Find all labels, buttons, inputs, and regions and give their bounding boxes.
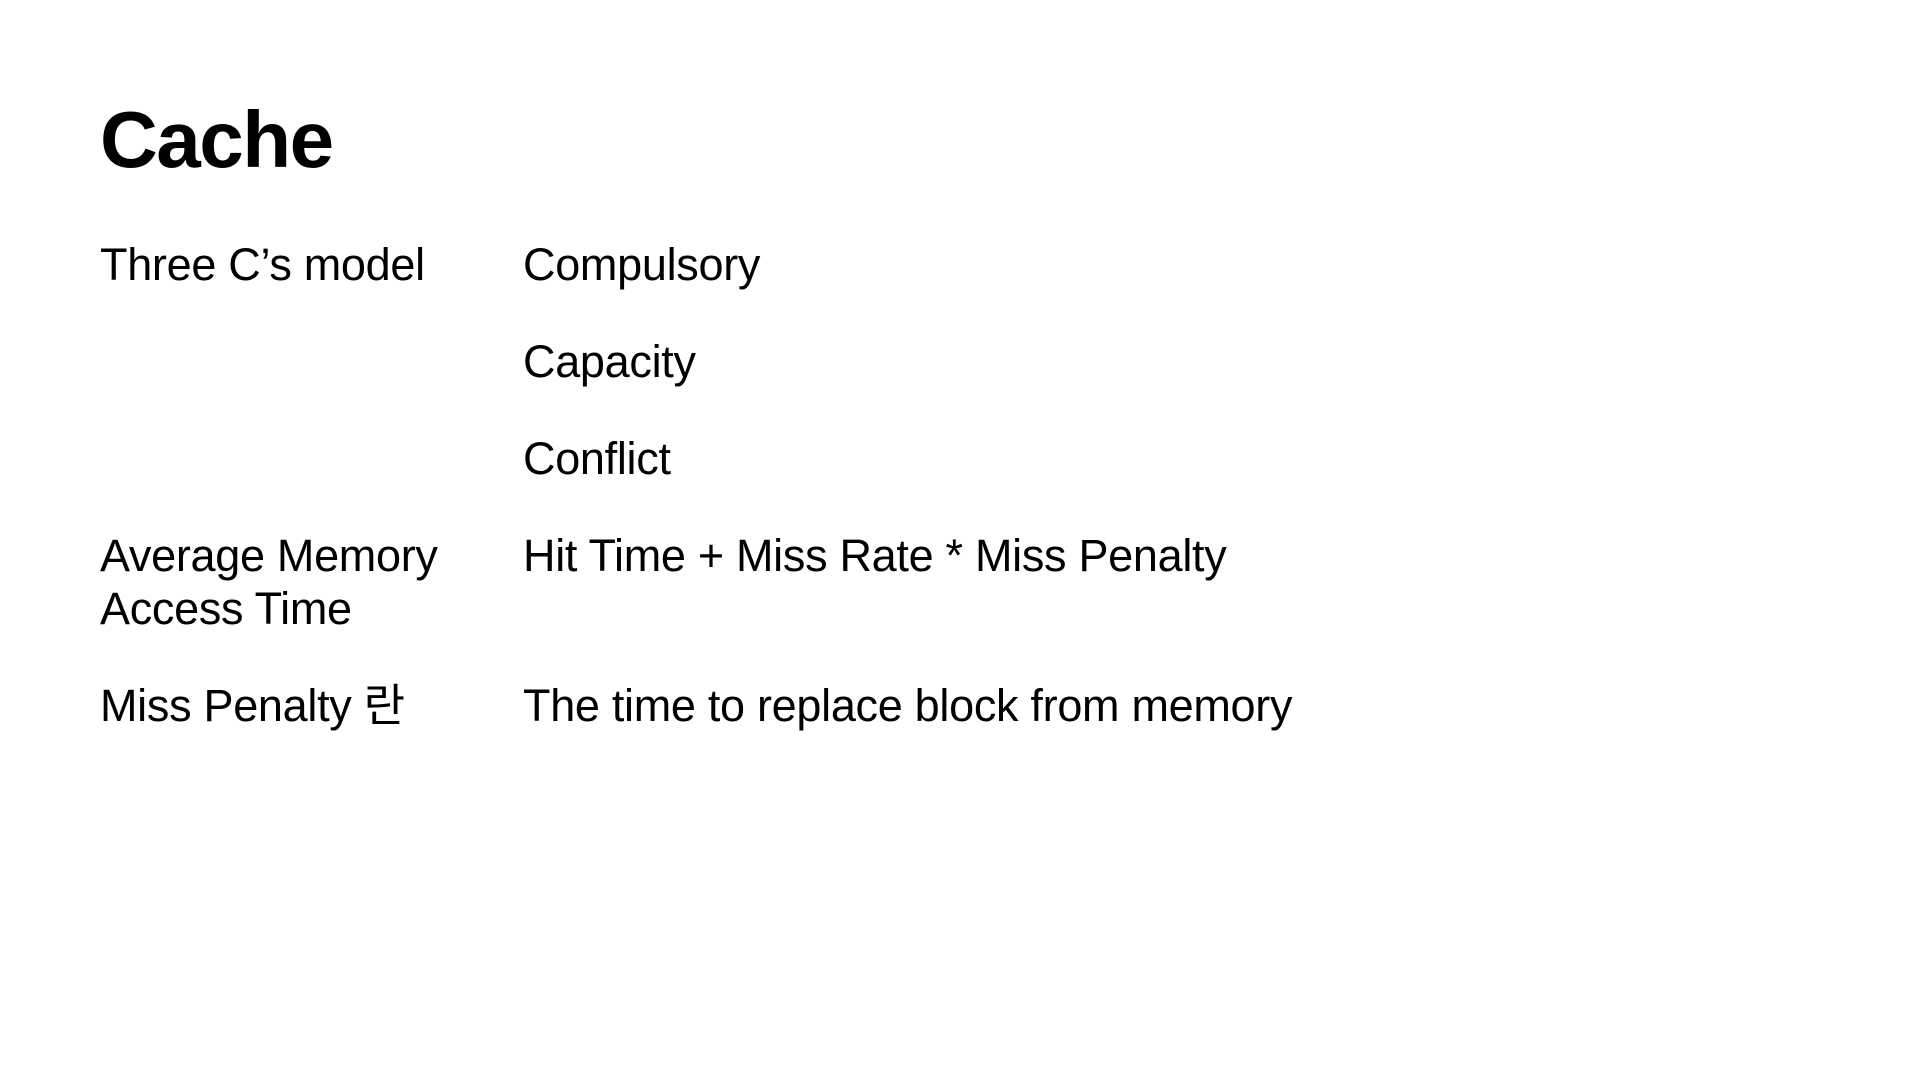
term-label: Average Memory Access Time <box>100 530 438 634</box>
page-title: Cache <box>100 95 334 184</box>
definition-text: Compulsory <box>523 239 761 290</box>
term-label: Miss Penalty 란 <box>100 680 405 731</box>
definition-row: Miss Penalty 란 The time to replace block… <box>100 679 1820 732</box>
definition-row: Average Memory Access Time Hit Time + Mi… <box>100 529 1820 635</box>
definition-list: Three C’s model Compulsory Capacity Conf… <box>100 238 1820 776</box>
definition-text: Hit Time + Miss Rate * Miss Penalty <box>523 530 1227 581</box>
definition-row: Capacity <box>100 335 1820 388</box>
definition-text: The time to replace block from memory <box>523 680 1293 731</box>
definition-text: Capacity <box>523 336 696 387</box>
term-label: Three C’s model <box>100 239 425 290</box>
definition-text: Conflict <box>523 433 671 484</box>
definition-row: Conflict <box>100 432 1820 485</box>
definition-row: Three C’s model Compulsory <box>100 238 1820 291</box>
